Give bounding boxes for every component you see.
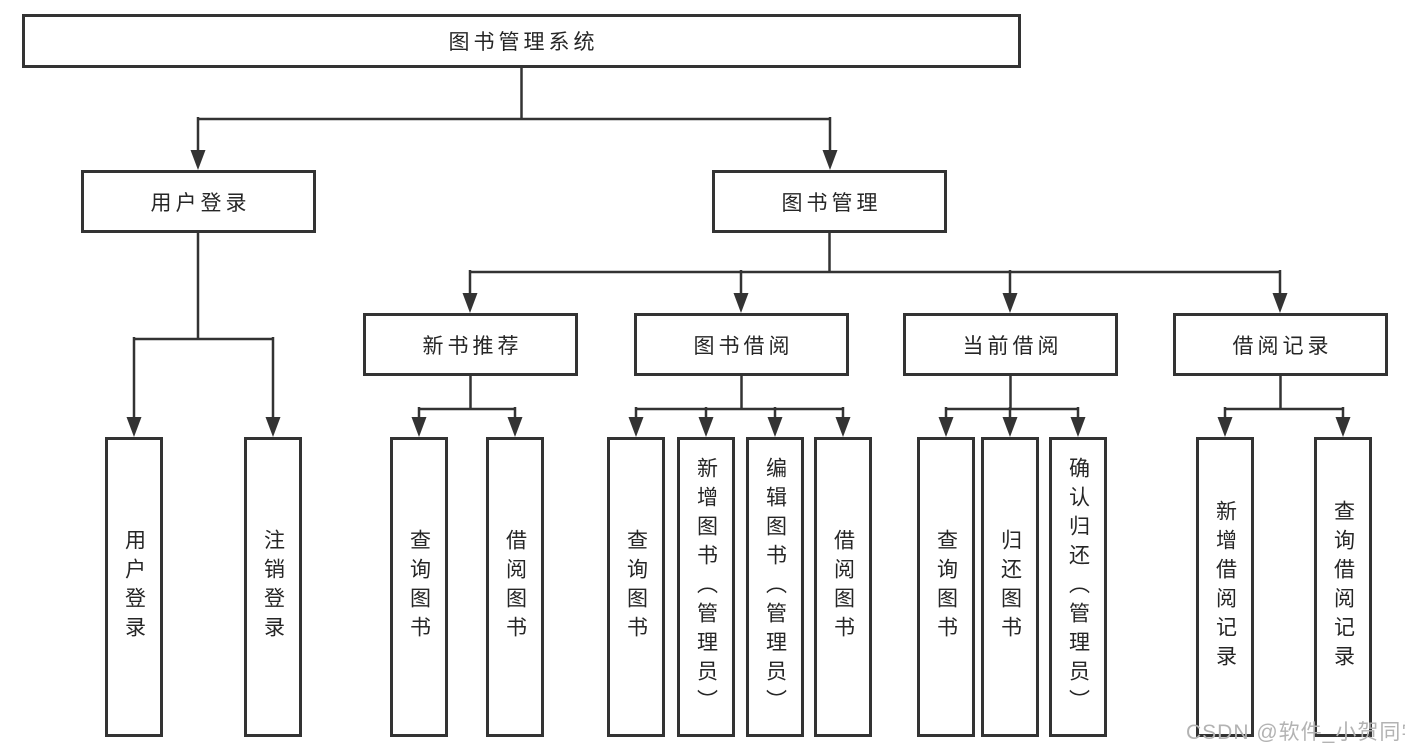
arrow-down-icon: [1217, 417, 1233, 437]
leaf-query-books-current: 查询图书: [917, 437, 975, 737]
leaf-label: 注销登录: [261, 529, 285, 645]
node-new-book-recommendation: 新书推荐: [363, 313, 578, 376]
node-book-borrowing: 图书借阅: [634, 313, 849, 376]
connector-user-login-to-leaves: [132, 232, 275, 420]
connector-new-book-rec-to-leaves: [417, 375, 517, 420]
arrow-down-icon: [835, 417, 851, 437]
node-user-login: 用户登录: [81, 170, 316, 233]
arrow-down-icon: [411, 417, 427, 437]
leaf-borrow-books: 借阅图书: [814, 437, 872, 737]
connector-current-borrow-to-leaves: [944, 375, 1080, 420]
arrow-down-icon: [938, 417, 954, 437]
leaf-label: 用户登录: [122, 529, 146, 645]
leaf-add-borrow-record: 新增借阅记录: [1196, 437, 1254, 737]
leaf-label: 借阅图书: [831, 529, 855, 645]
arrow-down-icon: [126, 417, 142, 437]
leaf-label: 查询借阅记录: [1331, 500, 1355, 674]
leaf-label: 确认归还（管理员）: [1066, 456, 1090, 718]
leaf-label: 编辑图书（管理员）: [763, 456, 787, 718]
connector-root-to-level2: [196, 67, 832, 153]
arrow-down-icon: [190, 150, 206, 170]
arrow-down-icon: [265, 417, 281, 437]
arrow-down-icon: [733, 293, 749, 313]
leaf-label: 查询图书: [407, 529, 431, 645]
arrow-down-icon: [1002, 293, 1018, 313]
connector-borrow-record-to-leaves: [1223, 375, 1345, 420]
arrow-down-icon: [1070, 417, 1086, 437]
node-borrowing-records: 借阅记录: [1173, 313, 1388, 376]
leaf-user-login: 用户登录: [105, 437, 163, 737]
watermark: CSDN @软件_小贺同学: [1186, 721, 1405, 744]
leaf-label: 归还图书: [998, 529, 1022, 645]
leaf-label: 借阅图书: [503, 529, 527, 645]
arrow-down-icon: [767, 417, 783, 437]
node-current-borrowing: 当前借阅: [903, 313, 1118, 376]
leaf-label: 查询图书: [934, 529, 958, 645]
leaf-query-books-borrow: 查询图书: [607, 437, 665, 737]
leaf-label: 新增借阅记录: [1213, 500, 1237, 674]
node-library-management-system: 图书管理系统: [22, 14, 1021, 68]
arrow-down-icon: [822, 150, 838, 170]
arrow-down-icon: [698, 417, 714, 437]
leaf-label: 新增图书（管理员）: [694, 456, 718, 718]
leaf-confirm-return-admin: 确认归还（管理员）: [1049, 437, 1107, 737]
arrow-down-icon: [1002, 417, 1018, 437]
arrow-down-icon: [507, 417, 523, 437]
connector-book-management-to-level3: [468, 232, 1282, 296]
node-book-management: 图书管理: [712, 170, 947, 233]
leaf-query-books-recommend: 查询图书: [390, 437, 448, 737]
leaf-borrow-books-recommend: 借阅图书: [486, 437, 544, 737]
leaf-label: 查询图书: [624, 529, 648, 645]
leaf-edit-books-admin: 编辑图书（管理员）: [746, 437, 804, 737]
arrow-down-icon: [1272, 293, 1288, 313]
leaf-add-books-admin: 新增图书（管理员）: [677, 437, 735, 737]
arrow-down-icon: [628, 417, 644, 437]
leaf-return-books: 归还图书: [981, 437, 1039, 737]
arrow-down-icon: [1335, 417, 1351, 437]
leaf-logout: 注销登录: [244, 437, 302, 737]
leaf-query-borrow-record: 查询借阅记录: [1314, 437, 1372, 737]
connector-book-borrow-to-leaves: [634, 375, 845, 420]
arrow-down-icon: [462, 293, 478, 313]
